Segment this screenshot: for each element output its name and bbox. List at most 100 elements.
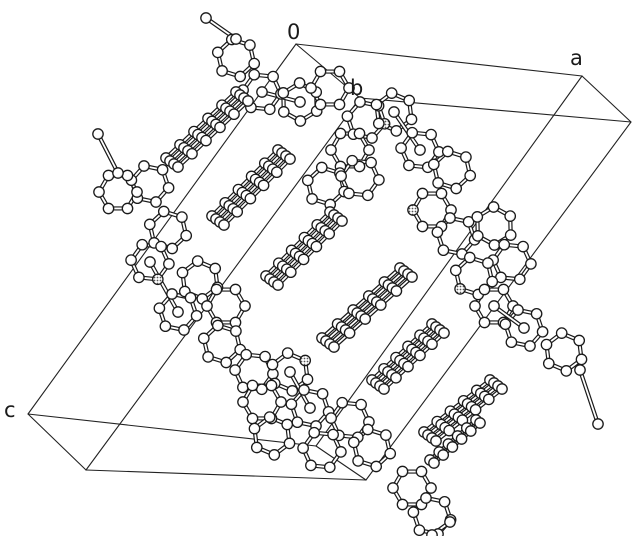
carbon-atom (250, 441, 263, 454)
carbon-atom (286, 385, 299, 397)
carbon-atom (284, 366, 296, 378)
carbon-atom (437, 244, 450, 257)
carbon-atom (499, 318, 512, 331)
carbon-atom (505, 336, 518, 349)
carbon-atom (283, 437, 296, 450)
carbon-atom (478, 283, 491, 296)
carbon-atom (248, 57, 261, 70)
carbon-atom (197, 332, 210, 345)
bond-fill (493, 305, 525, 329)
carbon-atom (361, 423, 374, 436)
carbon-atom (259, 350, 271, 363)
carbon-atom (469, 403, 482, 416)
carbon-atom (281, 418, 294, 431)
cell-edge (27, 413, 87, 471)
carbon-atom (384, 447, 397, 460)
carbon-atom (403, 159, 415, 172)
carbon-atom (257, 179, 270, 192)
carbon-atom (268, 449, 281, 461)
carbon-atom (388, 106, 400, 118)
bond-fill (579, 369, 599, 425)
carbon-atom (435, 187, 448, 200)
carbon-atom (327, 428, 339, 441)
carbon-atom (272, 279, 284, 291)
carbon-atom (463, 251, 476, 264)
carbon-atom (310, 240, 323, 253)
carbon-atom (180, 229, 193, 242)
carbon-atom (416, 187, 429, 200)
carbon-atom (301, 373, 314, 386)
carbon-atom (244, 39, 256, 51)
carbon-atom (325, 144, 337, 156)
carbon-atom (138, 160, 150, 172)
carbon-atom (214, 121, 226, 134)
cell-edge (581, 75, 632, 123)
carbon-atom (592, 418, 604, 430)
carbon-atom (336, 215, 348, 227)
carbon-atom (184, 291, 197, 304)
carbon-atom (220, 356, 233, 369)
carbon-atom (190, 309, 203, 322)
carbon-atom (162, 181, 175, 194)
axis-a-label: a (570, 46, 583, 70)
carbon-atom (402, 360, 414, 373)
carbon-atom (306, 193, 318, 205)
carbon-atom (335, 446, 347, 458)
carbon-atom (216, 65, 228, 77)
axis-c-label: c (4, 398, 16, 422)
bond-fill (97, 133, 119, 174)
carbon-atom (413, 524, 426, 536)
carbon-atom (284, 266, 297, 279)
carbon-atom (333, 98, 346, 111)
carbon-atom (153, 302, 166, 315)
carbon-atom (427, 158, 440, 171)
carbon-atom (504, 229, 517, 241)
carbon-atom (347, 436, 360, 449)
carbon-atom (415, 465, 428, 478)
carbon-atom (359, 313, 372, 325)
carbon-atom (385, 87, 398, 99)
carbon-atom (482, 257, 494, 269)
carbon-atom (378, 383, 390, 395)
carbon-atom (390, 371, 402, 384)
carbon-atom (482, 393, 495, 406)
carbon-atom (430, 435, 442, 447)
carbon-atom (150, 196, 162, 208)
carbon-atom (396, 465, 409, 478)
carbon-atom (333, 65, 346, 78)
carbon-atom (352, 455, 364, 467)
carbon-atom (366, 132, 378, 144)
carbon-atom (291, 416, 304, 429)
cell-edge (85, 97, 361, 471)
carbon-atom (308, 426, 321, 439)
heteroatom (299, 354, 312, 367)
carbon-atom (407, 506, 420, 519)
cell-edge (315, 75, 583, 447)
carbon-atom (334, 127, 347, 140)
carbon-atom (131, 186, 143, 198)
carbon-atom (450, 182, 463, 195)
carbon-atom (231, 205, 244, 218)
carbon-atom (524, 340, 536, 352)
carbon-atom (455, 433, 468, 445)
carbon-atom (228, 108, 240, 121)
carbon-atom (315, 161, 328, 174)
carbon-atom (390, 285, 403, 297)
carbon-atom (301, 174, 314, 187)
carbon-atom (336, 396, 349, 409)
carbon-atom (478, 316, 491, 329)
carbon-atom (446, 441, 459, 453)
carbon-atom (395, 142, 407, 154)
carbon-atom (166, 242, 179, 255)
carbon-atom (186, 147, 198, 160)
carbon-atom (294, 96, 306, 108)
heteroatom (151, 273, 164, 286)
carbon-atom (325, 412, 337, 424)
carbon-atom (370, 460, 383, 473)
carbon-atom (517, 240, 529, 253)
carbon-atom (513, 273, 526, 286)
carbon-atom (444, 516, 456, 528)
carbon-atom (365, 156, 377, 169)
